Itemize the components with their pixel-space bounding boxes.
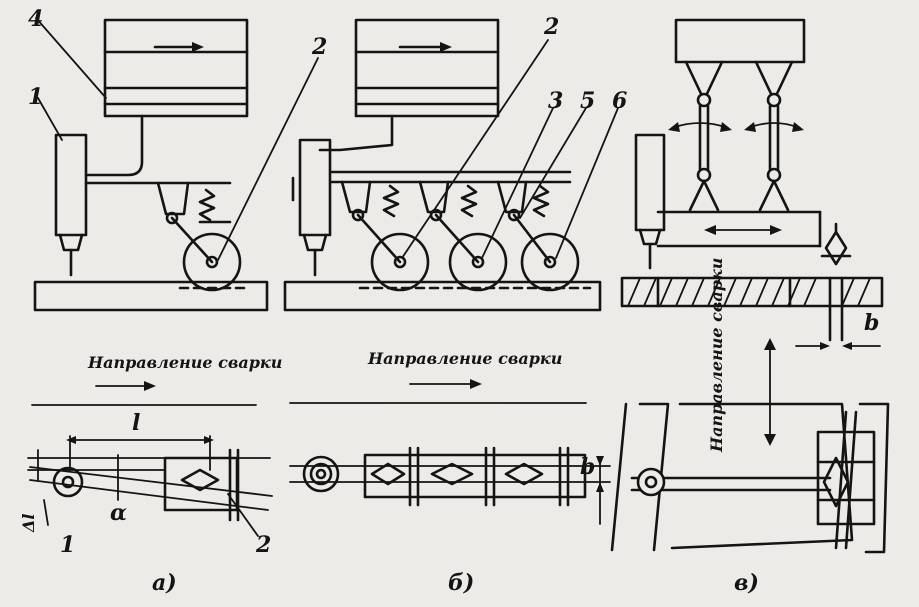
label-6-b: 6 <box>612 88 627 114</box>
label-2-a: 2 <box>311 34 327 60</box>
label-5-b: 5 <box>580 88 595 114</box>
panel-a-plan <box>27 435 273 537</box>
caption-v: в) <box>734 570 759 596</box>
panel-b-plan <box>289 446 611 525</box>
label-l: l <box>132 410 140 436</box>
direction-label-b: Направление сварки <box>367 349 562 368</box>
label-alpha: α <box>110 500 127 526</box>
label-1-plan: 1 <box>60 532 75 558</box>
label-b-plan: b <box>580 454 595 480</box>
panel-b-scheme <box>283 18 619 312</box>
caption-a: а) <box>152 570 177 596</box>
direction-arrows <box>31 379 587 406</box>
label-3-b: 3 <box>548 88 563 114</box>
panel-a-scheme <box>33 17 319 312</box>
label-2-plan: 2 <box>255 532 271 558</box>
labels: 4 1 2 2 3 5 6 b Направление сварки Напра… <box>19 6 879 596</box>
direction-label-v: Направление сварки <box>707 258 726 453</box>
label-4-a: 4 <box>28 6 43 32</box>
label-delta-l: Δl <box>19 514 38 534</box>
caption-b: б) <box>448 570 474 596</box>
panel-v-plan <box>610 402 890 554</box>
panel-v-scheme <box>620 18 884 446</box>
direction-label-a: Направление сварки <box>87 353 282 372</box>
label-1-a: 1 <box>28 84 43 110</box>
label-b-top: b <box>864 310 879 336</box>
label-2-b: 2 <box>543 14 559 40</box>
